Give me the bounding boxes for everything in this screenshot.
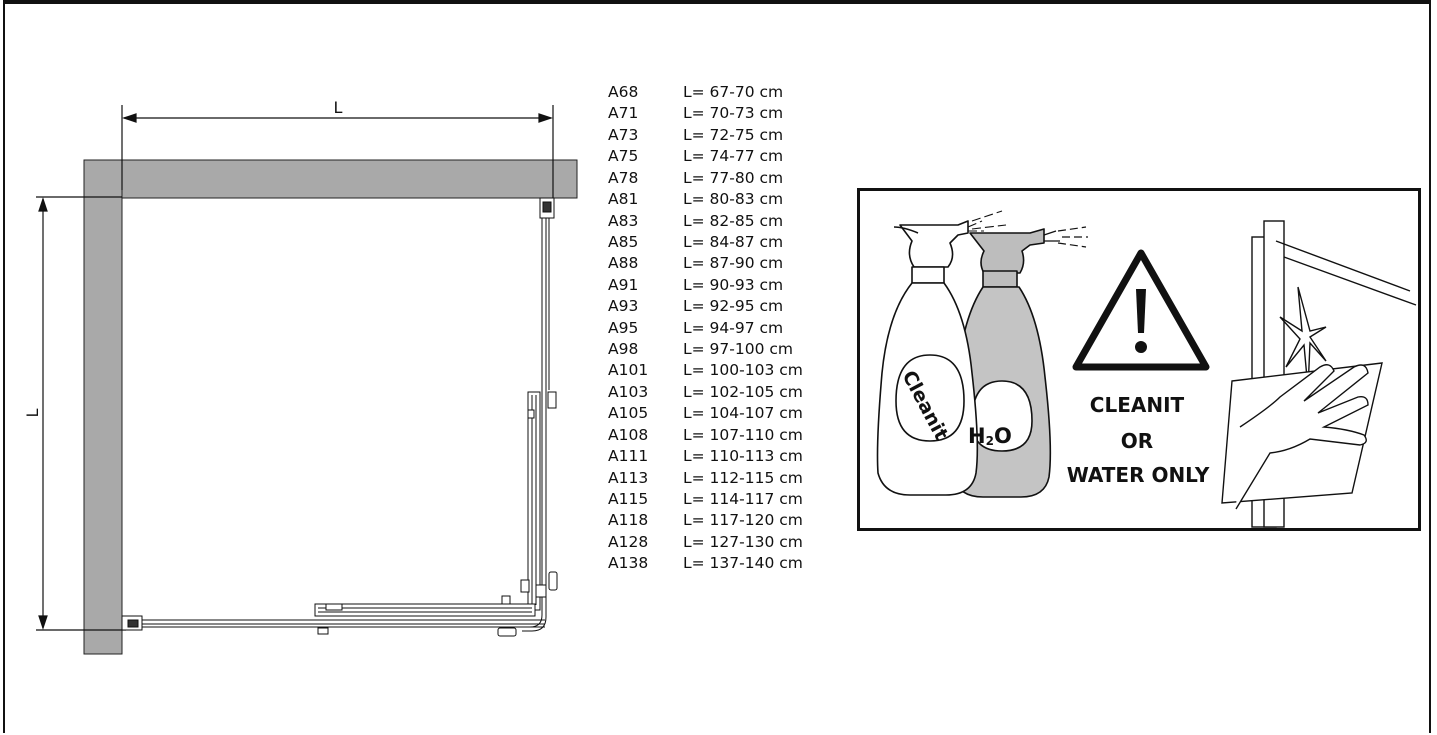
size-range-value: L= 90-93 cm — [683, 275, 784, 294]
warning-illustration: Cleanit H2O — [876, 210, 1417, 528]
size-range-value: L= 137-140 cm — [683, 554, 803, 573]
cleaning-warning-panel: Cleanit H2O CLEANIT OR WATER ONLY — [857, 188, 1421, 531]
size-range-value: L= 74-77 cm — [683, 147, 784, 166]
glass-wipe-hand-icon — [1221, 220, 1417, 528]
depth-dimension — [36, 196, 126, 631]
size-range-value: L= 100-103 cm — [683, 361, 803, 380]
size-row: A113 L= 112-115 cm — [608, 468, 803, 489]
size-row: A115 L= 114-117 cm — [608, 489, 803, 510]
size-range-value: L= 84-87 cm — [683, 232, 784, 251]
size-model-code: A101 — [608, 361, 649, 380]
width-dimension — [121, 105, 554, 198]
size-model-code: A85 — [608, 232, 639, 251]
warning-line-cleanit: CLEANIT — [1089, 393, 1185, 417]
size-row: A91 L= 90-93 cm — [608, 275, 803, 296]
size-row: A83 L= 82-85 cm — [608, 211, 803, 232]
size-model-code: A73 — [608, 125, 639, 144]
enclosure-front-side — [121, 595, 547, 637]
size-row: A105 L= 104-107 cm — [608, 403, 803, 424]
warning-triangle-icon — [1072, 249, 1210, 371]
size-row: A108 L= 107-110 cm — [608, 425, 803, 446]
size-range-value: L= 107-110 cm — [683, 425, 803, 444]
size-range-value: L= 97-100 cm — [683, 340, 793, 359]
water-bottle-label: H2O — [968, 424, 1012, 448]
size-model-code: A71 — [608, 104, 639, 123]
size-model-code: A98 — [608, 340, 639, 359]
size-range-value: L= 127-130 cm — [683, 532, 803, 551]
width-label: L — [334, 98, 343, 117]
size-row: A138 L= 137-140 cm — [608, 553, 803, 574]
size-range-value: L= 92-95 cm — [683, 297, 784, 316]
size-range-value: L= 102-105 cm — [683, 382, 803, 401]
shower-floor-plan: L L — [23, 98, 578, 655]
size-row: A98 L= 97-100 cm — [608, 339, 803, 360]
size-model-code: A81 — [608, 190, 639, 209]
size-range-value: L= 67-70 cm — [683, 83, 784, 101]
size-row: A71 L= 70-73 cm — [608, 103, 803, 124]
size-model-code: A138 — [608, 554, 649, 573]
size-row: A75 L= 74-77 cm — [608, 146, 803, 167]
size-range-value: L= 70-73 cm — [683, 104, 784, 123]
size-range-value: L= 94-97 cm — [683, 318, 784, 337]
size-row: A81 L= 80-83 cm — [608, 189, 803, 210]
size-row: A85 L= 84-87 cm — [608, 232, 803, 253]
cleanit-spray-bottle-icon — [876, 210, 1007, 496]
size-row: A128 L= 127-130 cm — [608, 532, 803, 553]
size-range-value: L= 80-83 cm — [683, 190, 784, 209]
size-range-value: L= 114-117 cm — [683, 490, 803, 509]
size-row: A68 L= 67-70 cm — [608, 82, 803, 103]
size-model-code: A105 — [608, 404, 649, 423]
size-row: A93 L= 92-95 cm — [608, 296, 803, 317]
size-model-code: A68 — [608, 83, 639, 101]
size-row: A101 L= 100-103 cm — [608, 360, 803, 381]
size-row: A78 L= 77-80 cm — [608, 168, 803, 189]
size-row: A103 L= 102-105 cm — [608, 382, 803, 403]
size-table: A68 L= 67-70 cm A71 L= 70-73 cm A73 L= 72-75 … — [608, 82, 803, 575]
size-model-code: A128 — [608, 532, 649, 551]
size-row: A111 L= 110-113 cm — [608, 446, 803, 467]
size-model-code: A88 — [608, 254, 639, 273]
size-range-value: L= 117-120 cm — [683, 511, 803, 530]
size-row: A88 L= 87-90 cm — [608, 253, 803, 274]
size-model-code: A115 — [608, 490, 649, 509]
size-range-value: L= 110-113 cm — [683, 447, 803, 466]
enclosure-right-side — [520, 197, 558, 611]
size-range-value: L= 87-90 cm — [683, 254, 784, 273]
depth-label: L — [23, 408, 42, 417]
size-model-code: A83 — [608, 211, 639, 230]
wall-left — [83, 159, 123, 655]
size-model-code: A108 — [608, 425, 649, 444]
size-range-value: L= 82-85 cm — [683, 211, 784, 230]
page-frame — [3, 0, 1431, 733]
size-model-code: A93 — [608, 297, 639, 316]
size-model-code: A103 — [608, 382, 649, 401]
size-model-code: A78 — [608, 168, 639, 187]
wall-top — [83, 159, 578, 199]
warning-line-water-only: WATER ONLY — [1066, 463, 1210, 487]
size-model-code: A91 — [608, 275, 639, 294]
size-model-code: A75 — [608, 147, 639, 166]
warning-line-or: OR — [1120, 429, 1154, 453]
size-model-code: A95 — [608, 318, 639, 337]
size-range-value: L= 77-80 cm — [683, 168, 784, 187]
size-model-code: A111 — [608, 447, 649, 466]
size-row: A95 L= 94-97 cm — [608, 318, 803, 339]
size-row: A118 L= 117-120 cm — [608, 510, 803, 531]
size-range-value: L= 112-115 cm — [683, 468, 803, 487]
size-model-code: A113 — [608, 468, 649, 487]
size-row: A73 L= 72-75 cm — [608, 125, 803, 146]
size-range-value: L= 72-75 cm — [683, 125, 784, 144]
size-range-value: L= 104-107 cm — [683, 404, 803, 423]
size-model-code: A118 — [608, 511, 649, 530]
